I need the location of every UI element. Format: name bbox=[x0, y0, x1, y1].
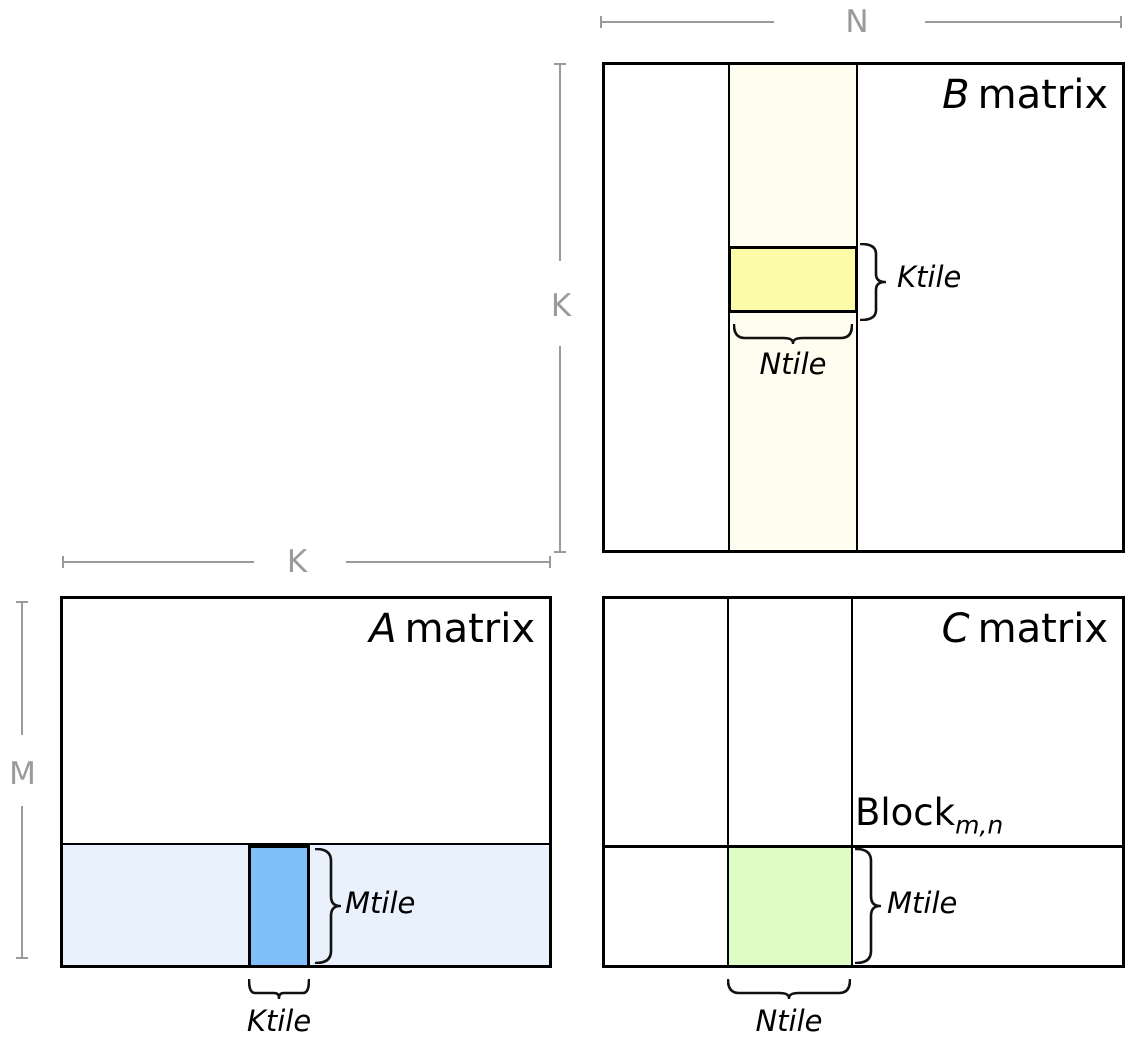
bk-dim-tick-bottom bbox=[554, 551, 566, 553]
c-column-line-left bbox=[727, 599, 729, 965]
ak-dim-line-left bbox=[64, 561, 254, 563]
a-ktile-blue-tile bbox=[248, 845, 310, 965]
c-column-line-right bbox=[851, 599, 853, 965]
n-dim-label: N bbox=[845, 4, 869, 40]
ak-dim-tick-right bbox=[549, 556, 551, 568]
m-dim-label: M bbox=[9, 756, 36, 792]
a-mtile-brace bbox=[315, 848, 341, 964]
c-block-label: Blockm,n bbox=[855, 791, 1003, 839]
bk-dim-label: K bbox=[550, 288, 572, 324]
bk-dim-line-top bbox=[559, 65, 561, 261]
m-dim-line-bottom bbox=[21, 806, 23, 958]
c-block-subscript: m,n bbox=[955, 810, 1004, 840]
a-ktile-label: Ktile bbox=[246, 1004, 312, 1038]
a-matrix-letter: A bbox=[369, 606, 397, 652]
n-dim-line-right bbox=[925, 21, 1121, 23]
ak-dim-label: K bbox=[286, 544, 308, 580]
c-mtile-brace bbox=[855, 848, 881, 964]
b-ntile-label: Ntile bbox=[759, 347, 827, 381]
ak-dim-line-right bbox=[346, 561, 550, 563]
c-matrix-letter: C bbox=[941, 606, 970, 652]
b-ntile-brace bbox=[733, 324, 853, 344]
a-ktile-brace bbox=[248, 979, 310, 999]
m-dim-tick-top bbox=[16, 601, 28, 603]
b-ktile-yellow-tile bbox=[728, 246, 858, 313]
m-dim-line-top bbox=[21, 603, 23, 735]
c-matrix-word: matrix bbox=[977, 606, 1108, 652]
c-ntile-label: Ntile bbox=[755, 1004, 823, 1038]
n-dim-tick-right bbox=[1120, 16, 1122, 28]
c-row-divider bbox=[605, 845, 1122, 848]
bk-dim-tick-top bbox=[554, 63, 566, 65]
m-dim-tick-bottom bbox=[16, 957, 28, 959]
b-ktile-brace bbox=[860, 243, 886, 321]
c-ntile-brace bbox=[727, 979, 851, 999]
b-matrix-word: matrix bbox=[977, 72, 1108, 118]
bk-dim-line-bottom bbox=[559, 346, 561, 552]
a-matrix-word: matrix bbox=[404, 606, 535, 652]
c-mtile-label: Mtile bbox=[887, 886, 958, 920]
n-dim-tick-left bbox=[600, 16, 602, 28]
n-dim-line-left bbox=[602, 21, 774, 23]
c-block-word: Block bbox=[855, 791, 956, 834]
ak-dim-tick-left bbox=[62, 556, 64, 568]
c-block-green-tile bbox=[729, 848, 851, 965]
b-ktile-label: Ktile bbox=[897, 260, 962, 294]
b-matrix-letter: B bbox=[942, 72, 970, 118]
a-mtile-label: Mtile bbox=[345, 886, 416, 920]
